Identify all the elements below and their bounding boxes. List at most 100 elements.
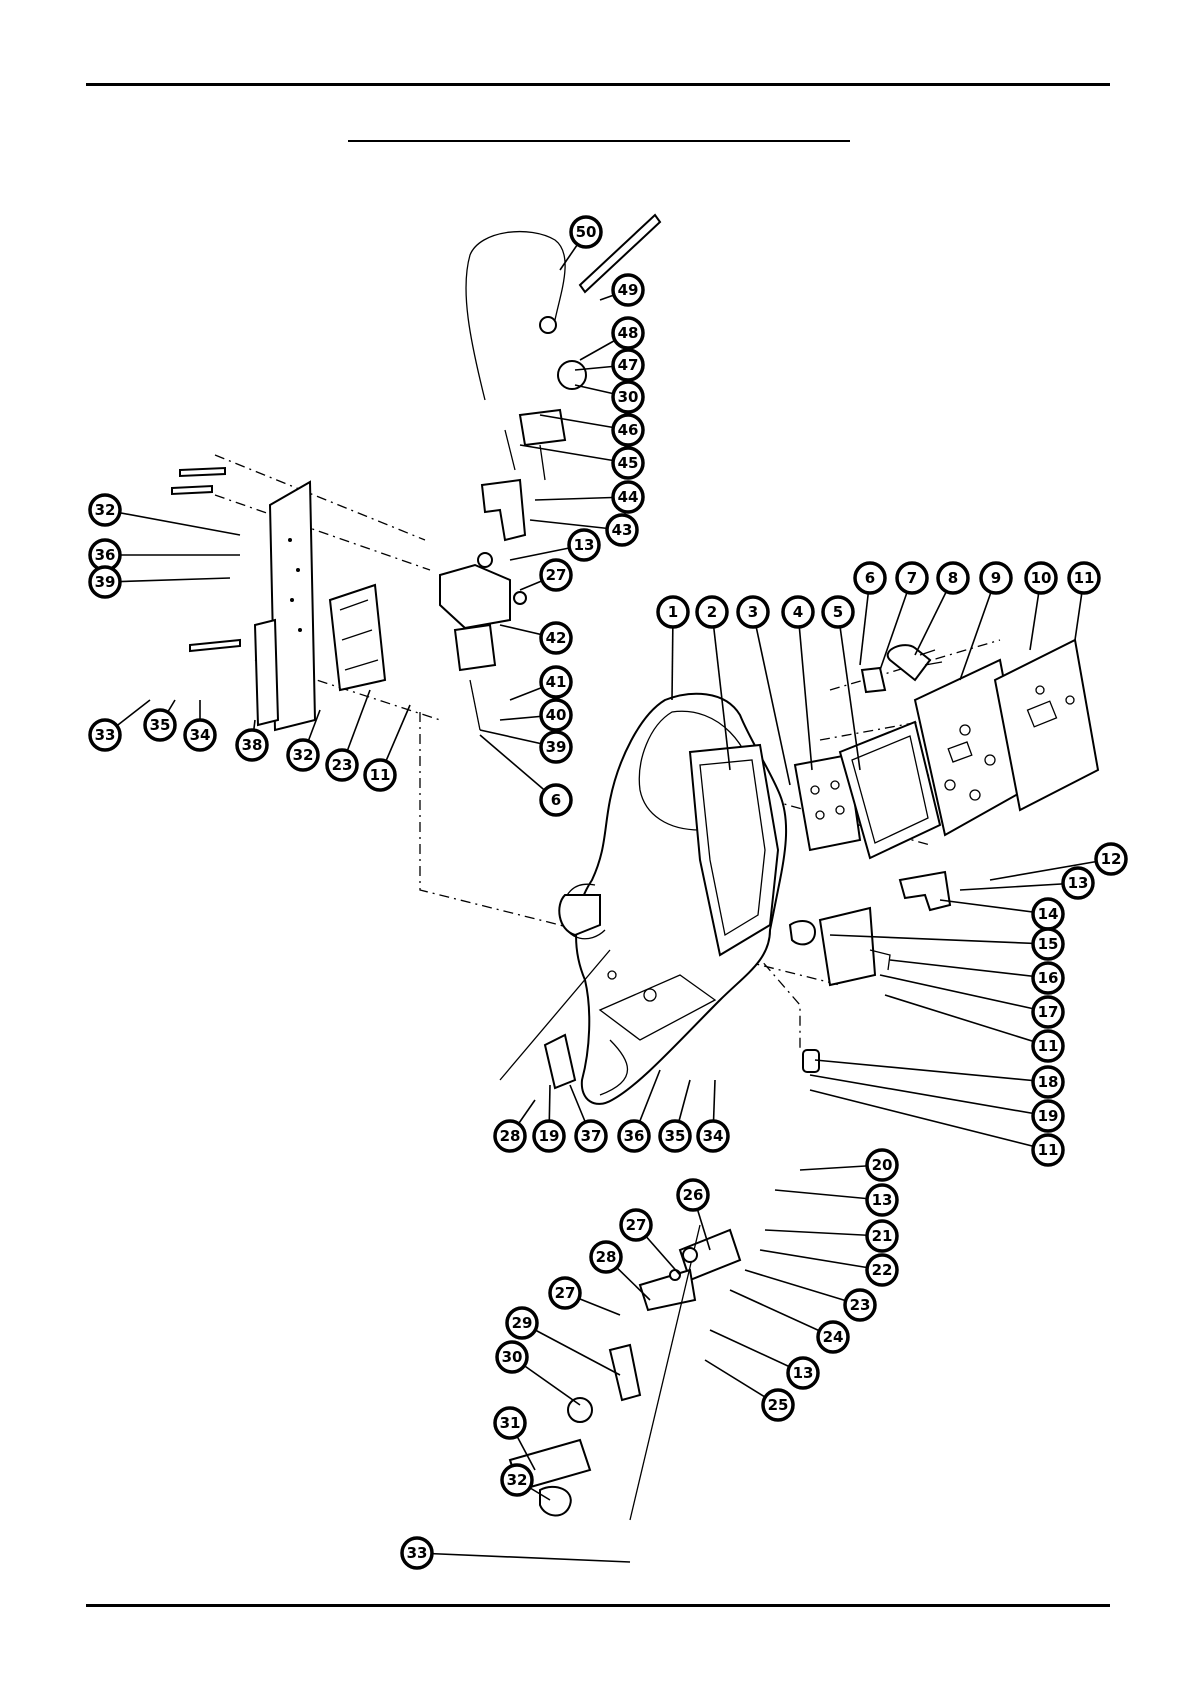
- callout-32: 32: [288, 740, 318, 770]
- leader-line-33: [417, 1553, 630, 1562]
- callout-number: 47: [618, 356, 639, 374]
- callout-number: 41: [546, 673, 567, 691]
- callout-number: 34: [190, 726, 211, 744]
- callout-48: 48: [613, 318, 643, 348]
- callout-43: 43: [607, 515, 637, 545]
- callout-1: 1: [658, 597, 688, 627]
- callout-17: 17: [1033, 997, 1063, 1027]
- callout-number: 35: [665, 1127, 686, 1145]
- callout-34: 34: [698, 1121, 728, 1151]
- callout-number: 36: [95, 546, 116, 564]
- callout-13: 13: [1063, 868, 1093, 898]
- callout-number: 6: [865, 569, 875, 587]
- callout-13: 13: [569, 530, 599, 560]
- callout-number: 23: [332, 756, 353, 774]
- callout-number: 45: [618, 454, 639, 472]
- callout-number: 9: [991, 569, 1001, 587]
- callout-50: 50: [571, 217, 601, 247]
- callout-28: 28: [495, 1121, 525, 1151]
- callout-number: 28: [596, 1248, 617, 1266]
- callout-number: 40: [546, 706, 567, 724]
- callout-27: 27: [550, 1278, 580, 1308]
- callout-number: 23: [850, 1296, 871, 1314]
- callout-number: 32: [507, 1471, 528, 1489]
- callout-23: 23: [845, 1290, 875, 1320]
- right-brackets: [790, 872, 950, 1072]
- callout-number: 33: [407, 1544, 428, 1562]
- callout-number: 35: [150, 716, 171, 734]
- callout-27: 27: [541, 560, 571, 590]
- callout-8: 8: [938, 563, 968, 593]
- callout-number: 4: [793, 603, 803, 621]
- leader-line-11: [885, 995, 1048, 1046]
- callout-number: 13: [793, 1364, 814, 1382]
- callout-number: 27: [555, 1284, 576, 1302]
- callout-19: 19: [1033, 1101, 1063, 1131]
- callout-46: 46: [613, 415, 643, 445]
- callout-number: 33: [95, 726, 116, 744]
- right-plates: [795, 640, 1098, 858]
- callout-13: 13: [788, 1358, 818, 1388]
- callout-47: 47: [613, 350, 643, 380]
- callout-2: 2: [697, 597, 727, 627]
- callout-18: 18: [1033, 1067, 1063, 1097]
- callout-number: 31: [500, 1414, 521, 1432]
- callout-number: 29: [512, 1314, 533, 1332]
- callout-41: 41: [541, 667, 571, 697]
- callout-11: 11: [1033, 1031, 1063, 1061]
- callout-number: 3: [748, 603, 758, 621]
- leader-line-19: [810, 1075, 1048, 1116]
- callout-number: 42: [546, 629, 567, 647]
- callout-22: 22: [867, 1255, 897, 1285]
- callout-6: 6: [855, 563, 885, 593]
- leader-line-4: [798, 612, 812, 770]
- callout-number: 11: [1074, 569, 1095, 587]
- callout-42: 42: [541, 623, 571, 653]
- key-switch: [862, 645, 942, 692]
- callout-number: 50: [576, 223, 597, 241]
- callout-39: 39: [541, 732, 571, 762]
- callout-20: 20: [867, 1150, 897, 1180]
- callout-10: 10: [1026, 563, 1056, 593]
- callout-number: 36: [624, 1127, 645, 1145]
- callout-12: 12: [1096, 844, 1126, 874]
- callout-33: 33: [402, 1538, 432, 1568]
- callout-number: 27: [626, 1216, 647, 1234]
- callout-number: 38: [242, 736, 263, 754]
- callout-35: 35: [660, 1121, 690, 1151]
- callout-number: 48: [618, 324, 639, 342]
- callout-30: 30: [497, 1342, 527, 1372]
- callout-24: 24: [818, 1322, 848, 1352]
- leader-line-11: [810, 1090, 1048, 1150]
- leader-line-32: [105, 510, 240, 535]
- callout-29: 29: [507, 1308, 537, 1338]
- leader-line-18: [815, 1060, 1048, 1082]
- callout-number: 46: [618, 421, 639, 439]
- leader-line-22: [760, 1250, 882, 1270]
- callout-34: 34: [185, 720, 215, 750]
- leader-line-17: [880, 975, 1048, 1012]
- callout-39: 39: [90, 567, 120, 597]
- callout-number: 22: [872, 1261, 893, 1279]
- callout-14: 14: [1033, 899, 1063, 929]
- callout-49: 49: [613, 275, 643, 305]
- callout-45: 45: [613, 448, 643, 478]
- callout-11: 11: [1069, 563, 1099, 593]
- callout-13: 13: [867, 1185, 897, 1215]
- callout-number: 13: [872, 1191, 893, 1209]
- callout-36: 36: [619, 1121, 649, 1151]
- callout-37: 37: [576, 1121, 606, 1151]
- callout-7: 7: [897, 563, 927, 593]
- callout-number: 15: [1038, 935, 1059, 953]
- callout-number: 18: [1038, 1073, 1059, 1091]
- callout-32: 32: [502, 1465, 532, 1495]
- callout-number: 21: [872, 1227, 893, 1245]
- callout-23: 23: [327, 750, 357, 780]
- leader-line-24: [730, 1290, 833, 1337]
- callout-number: 17: [1038, 1003, 1059, 1021]
- callout-number: 30: [618, 388, 639, 406]
- callout-11: 11: [1033, 1135, 1063, 1165]
- callout-number: 8: [948, 569, 958, 587]
- callout-number: 19: [539, 1127, 560, 1145]
